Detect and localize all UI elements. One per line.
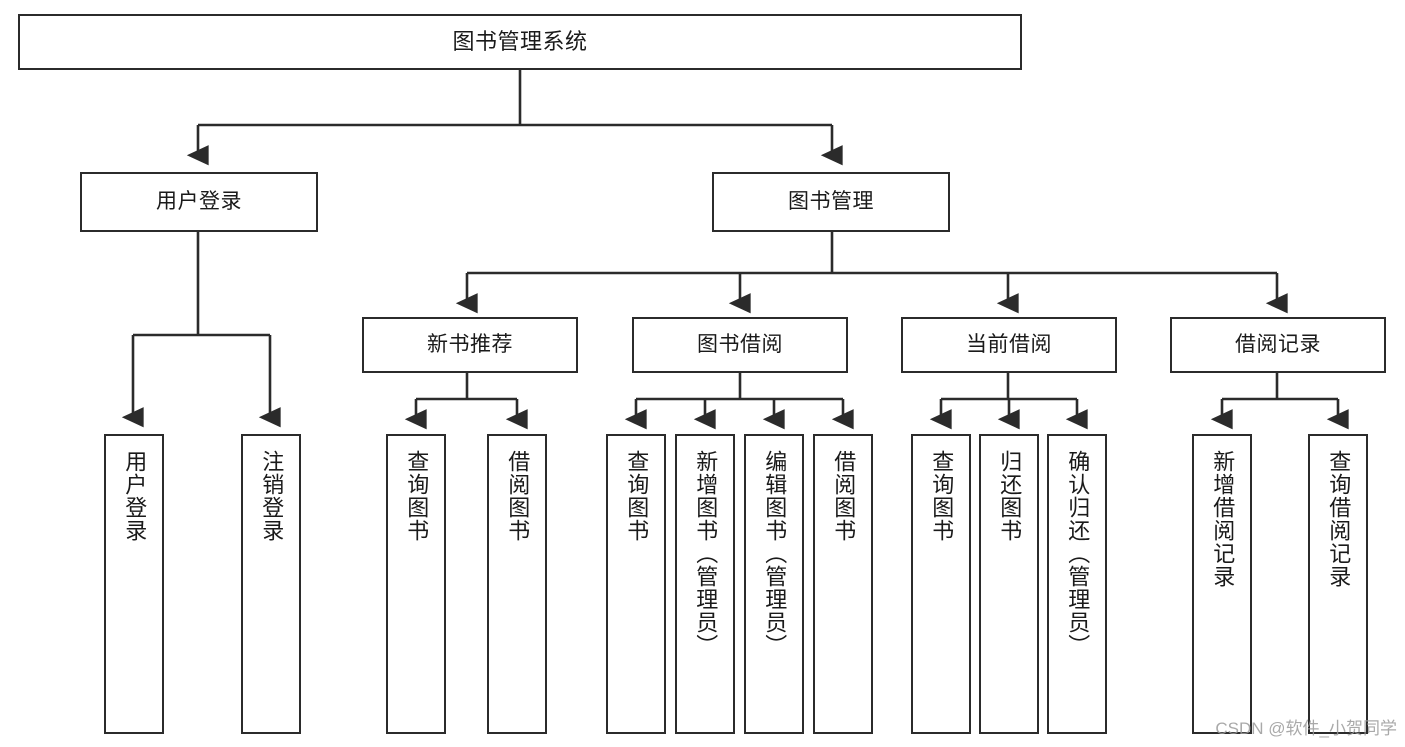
node-leaf-user-login-label: 用户登录: [122, 450, 148, 542]
node-leaf-edit-book[interactable]: 编辑图书（管理员）: [744, 434, 804, 734]
node-leaf-borrow-book-1[interactable]: 借阅图书: [487, 434, 547, 734]
node-leaf-user-login[interactable]: 用户登录: [104, 434, 164, 734]
node-leaf-query-record-label: 查询借阅记录: [1326, 450, 1352, 588]
node-leaf-query-book-1-label: 查询图书: [404, 450, 430, 542]
node-leaf-query-record[interactable]: 查询借阅记录: [1308, 434, 1368, 734]
node-leaf-borrow-book-2-label: 借阅图书: [831, 450, 857, 542]
node-leaf-query-book-3[interactable]: 查询图书: [911, 434, 971, 734]
node-new-book-recommend[interactable]: 新书推荐: [362, 317, 578, 373]
node-borrow-record[interactable]: 借阅记录: [1170, 317, 1386, 373]
node-root-system[interactable]: 图书管理系统: [18, 14, 1022, 70]
node-user-login-label: 用户登录: [156, 189, 242, 213]
node-leaf-borrow-book-2[interactable]: 借阅图书: [813, 434, 873, 734]
node-borrow-record-label: 借阅记录: [1235, 332, 1321, 356]
watermark-text: CSDN @软件_小贺同学: [1215, 719, 1397, 738]
node-user-login[interactable]: 用户登录: [80, 172, 318, 232]
node-leaf-query-book-1[interactable]: 查询图书: [386, 434, 446, 734]
node-root-system-label: 图书管理系统: [452, 29, 588, 55]
node-leaf-query-book-3-label: 查询图书: [929, 450, 955, 542]
node-leaf-return-book-label: 归还图书: [997, 450, 1023, 542]
node-leaf-query-book-2[interactable]: 查询图书: [606, 434, 666, 734]
node-leaf-add-record[interactable]: 新增借阅记录: [1192, 434, 1252, 734]
node-leaf-add-book[interactable]: 新增图书（管理员）: [675, 434, 735, 734]
node-current-borrow[interactable]: 当前借阅: [901, 317, 1117, 373]
node-leaf-add-record-label: 新增借阅记录: [1210, 450, 1236, 588]
node-leaf-user-logout[interactable]: 注销登录: [241, 434, 301, 734]
node-book-borrow[interactable]: 图书借阅: [632, 317, 848, 373]
node-current-borrow-label: 当前借阅: [966, 332, 1052, 356]
node-leaf-user-logout-label: 注销登录: [259, 450, 285, 542]
node-leaf-query-book-2-label: 查询图书: [624, 450, 650, 542]
node-new-book-recommend-label: 新书推荐: [427, 332, 513, 356]
node-leaf-add-book-label: 新增图书（管理员）: [693, 450, 719, 657]
node-book-borrow-label: 图书借阅: [697, 332, 783, 356]
node-book-manage-label: 图书管理: [788, 189, 874, 213]
node-leaf-confirm-return[interactable]: 确认归还（管理员）: [1047, 434, 1107, 734]
node-leaf-confirm-return-label: 确认归还（管理员）: [1065, 450, 1091, 657]
node-leaf-edit-book-label: 编辑图书（管理员）: [762, 450, 788, 657]
node-book-manage[interactable]: 图书管理: [712, 172, 950, 232]
node-leaf-return-book[interactable]: 归还图书: [979, 434, 1039, 734]
node-leaf-borrow-book-1-label: 借阅图书: [505, 450, 531, 542]
